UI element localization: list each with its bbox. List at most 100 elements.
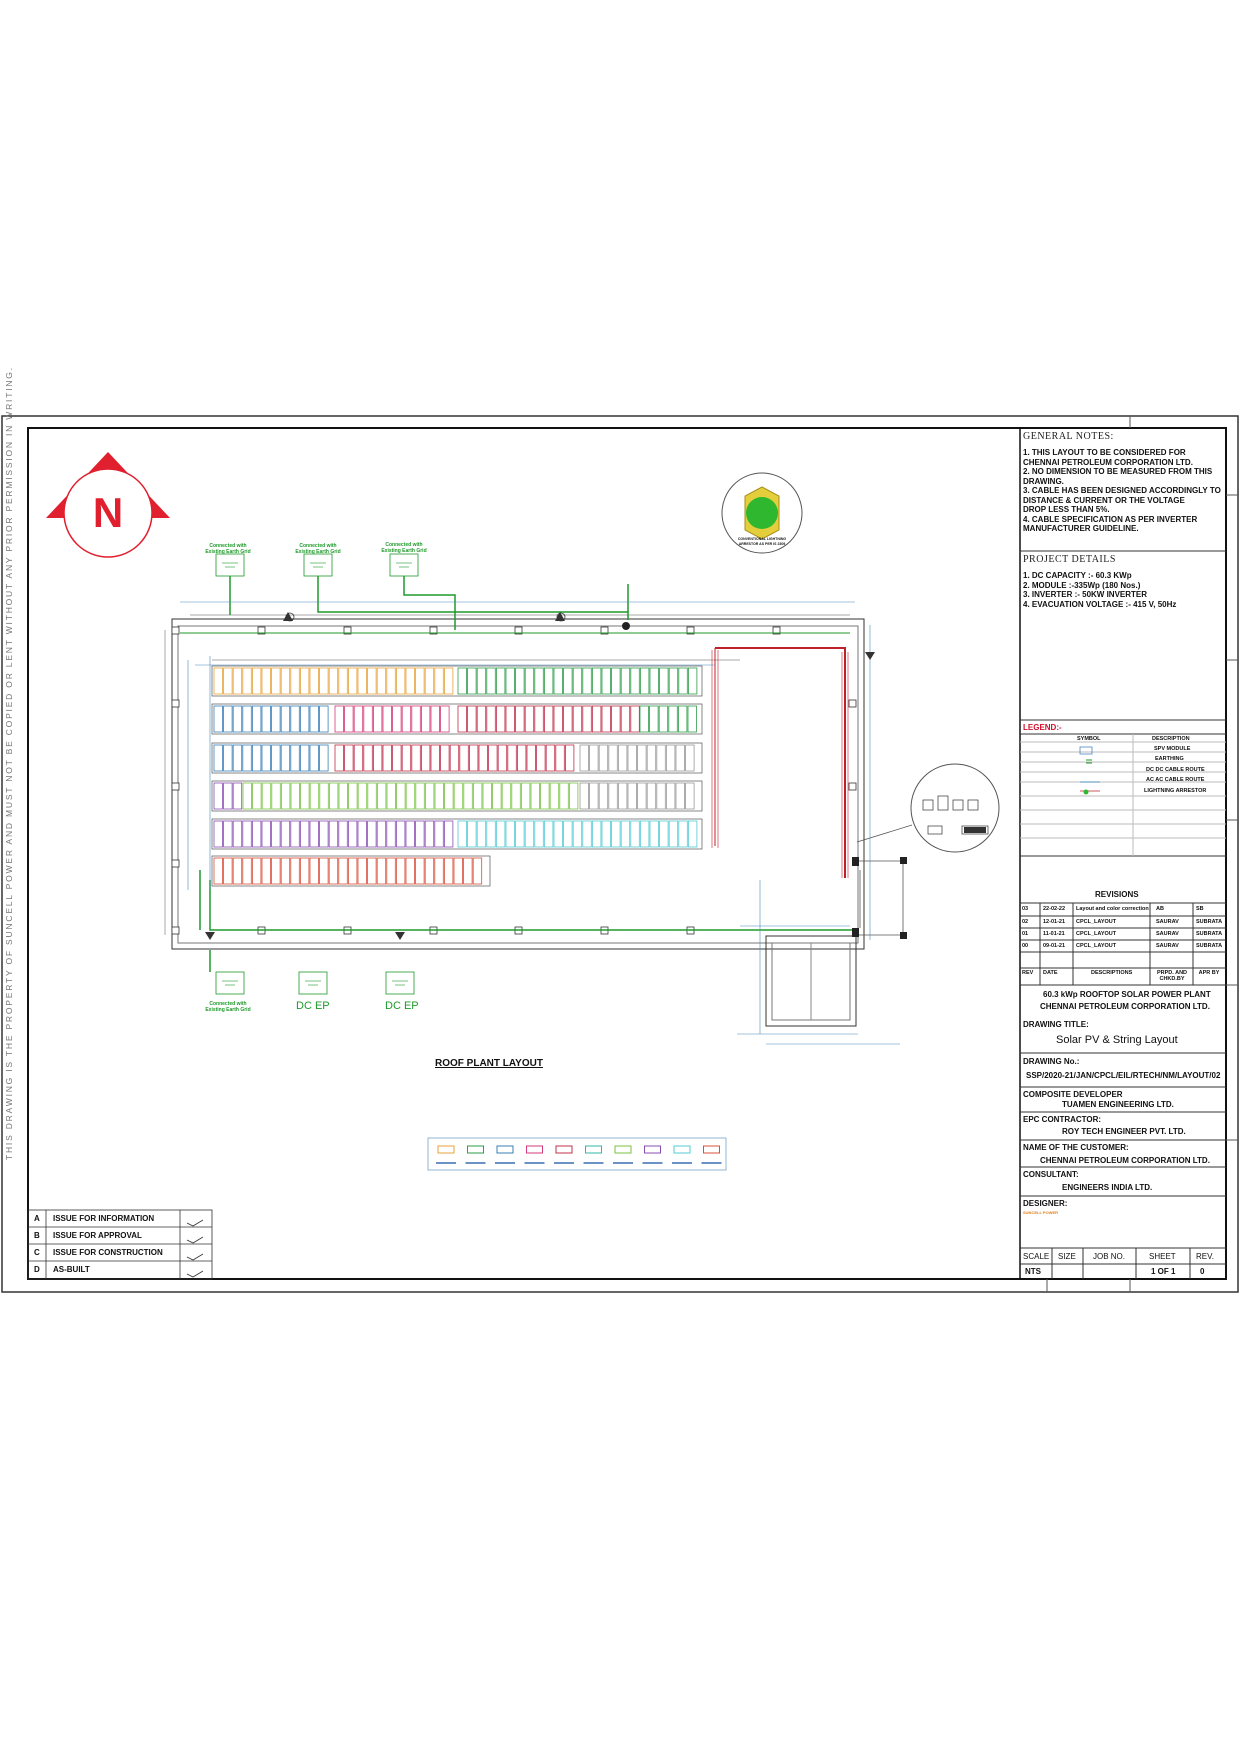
consultant: ENGINEERS INDIA LTD.: [1062, 1183, 1153, 1192]
pv-module: [476, 820, 487, 848]
pv-module: [376, 667, 387, 695]
plant-title: 60.3 kWp ROOFTOP SOLAR POWER PLANT: [1043, 990, 1211, 999]
pv-module: [637, 782, 647, 810]
pv-module: [271, 744, 281, 772]
pv-module: [443, 857, 454, 885]
customer-label: NAME OF THE CUSTOMER:: [1023, 1143, 1129, 1152]
pv-module: [334, 705, 344, 733]
pv-module: [501, 782, 512, 810]
pv-module: [405, 820, 415, 848]
drawing-title: Solar PV & String Layout: [1056, 1034, 1178, 1046]
pv-module: [630, 705, 640, 733]
pv-module: [630, 820, 640, 848]
pv-module: [486, 820, 496, 848]
lightning-arrestor-label: CONVENTIONAL LIGHTNING ARRESTOR AS PER I…: [737, 537, 787, 546]
pv-module: [534, 820, 544, 848]
pv-module: [309, 782, 320, 810]
pv-module: [559, 782, 569, 810]
pv-module: [357, 820, 367, 848]
pv-module: [299, 820, 310, 848]
pv-module: [280, 857, 291, 885]
pv-module: [563, 667, 573, 695]
pv-module: [401, 705, 412, 733]
string-color-key: [427, 1137, 727, 1171]
pv-module: [627, 744, 637, 772]
pv-module: [688, 820, 698, 848]
pv-module: [545, 744, 556, 772]
revision-cell: 22-02-22: [1043, 906, 1066, 912]
pv-module: [319, 820, 329, 848]
pv-module: [420, 744, 431, 772]
revision-cell: SUBRATA: [1196, 919, 1223, 925]
pv-module: [540, 782, 550, 810]
pv-module: [457, 705, 467, 733]
pv-module: [232, 744, 243, 772]
pv-module: [666, 782, 676, 810]
string-color-swatch: [703, 1145, 720, 1154]
pv-module: [507, 744, 517, 772]
pv-module: [347, 820, 358, 848]
pv-module: [678, 820, 688, 848]
pv-module: [627, 782, 637, 810]
pv-module: [434, 820, 444, 848]
pv-module: [319, 782, 329, 810]
designer-logo: SUNCELL POWER: [1023, 1210, 1059, 1215]
note-line: 4. EVACUATION VOLTAGE :- 415 V, 50Hz: [1023, 599, 1177, 609]
pv-module: [261, 744, 271, 772]
revision-cell: SAURAV: [1156, 931, 1179, 937]
pv-module: [536, 744, 546, 772]
pv-module: [367, 857, 377, 885]
pv-module: [601, 820, 611, 848]
pv-module: [213, 857, 223, 885]
pv-module: [395, 667, 406, 695]
note-line: MANUFACTURER GUIDELINE.: [1023, 524, 1139, 533]
pv-module: [395, 857, 406, 885]
legend-description-header: DESCRIPTION: [1152, 736, 1190, 742]
revisions-heading: REVISIONS: [1095, 890, 1139, 899]
pv-module: [290, 667, 300, 695]
earth-grid-label: Connected with Existing Earth Grid: [295, 543, 341, 555]
pv-module: [223, 782, 233, 810]
revision-header: PRPD. AND CHKD.BY: [1156, 970, 1188, 982]
customer: CHENNAI PETROLEUM CORPORATION LTD.: [1040, 1156, 1210, 1165]
pv-module: [376, 820, 387, 848]
pv-module: [440, 705, 450, 733]
pv-module: [382, 744, 392, 772]
pv-module: [396, 782, 406, 810]
note-line: DRAWING.: [1023, 476, 1064, 486]
pv-module: [271, 667, 281, 695]
pv-module: [488, 744, 498, 772]
pv-module: [338, 667, 348, 695]
revision-cell: SUBRATA: [1196, 943, 1223, 949]
pv-module: [434, 667, 444, 695]
pv-module: [353, 705, 364, 733]
pv-module: [372, 705, 383, 733]
pv-module: [328, 857, 339, 885]
revision-header: REV: [1022, 970, 1034, 976]
pv-module: [395, 820, 406, 848]
revision-cell: CPCL_LAYOUT: [1076, 931, 1117, 937]
drawing-caption: ROOF PLANT LAYOUT: [435, 1058, 543, 1069]
pv-module: [424, 667, 435, 695]
footer-value: NTS: [1025, 1267, 1041, 1276]
pv-module: [453, 857, 463, 885]
property-notice: THIS DRAWING IS THE PROPERTY OF SUNCELL …: [4, 366, 14, 1160]
pv-module: [405, 782, 416, 810]
pv-module: [290, 744, 300, 772]
table-row-frame: [211, 742, 703, 774]
pv-module: [505, 667, 515, 695]
pv-module: [468, 744, 479, 772]
pv-module: [424, 820, 435, 848]
pv-module: [492, 782, 502, 810]
pv-module: [443, 667, 454, 695]
revision-cell: 03: [1022, 906, 1029, 912]
pv-module: [401, 744, 412, 772]
legend-item: AC AC CABLE ROUTE: [1146, 777, 1205, 783]
epc-contractor: ROY TECH ENGINEER PVT. LTD.: [1062, 1127, 1186, 1136]
table-row-frame: [211, 818, 703, 850]
pv-module: [675, 744, 685, 772]
pv-module: [601, 705, 611, 733]
pv-module: [372, 744, 383, 772]
pv-module: [232, 857, 243, 885]
